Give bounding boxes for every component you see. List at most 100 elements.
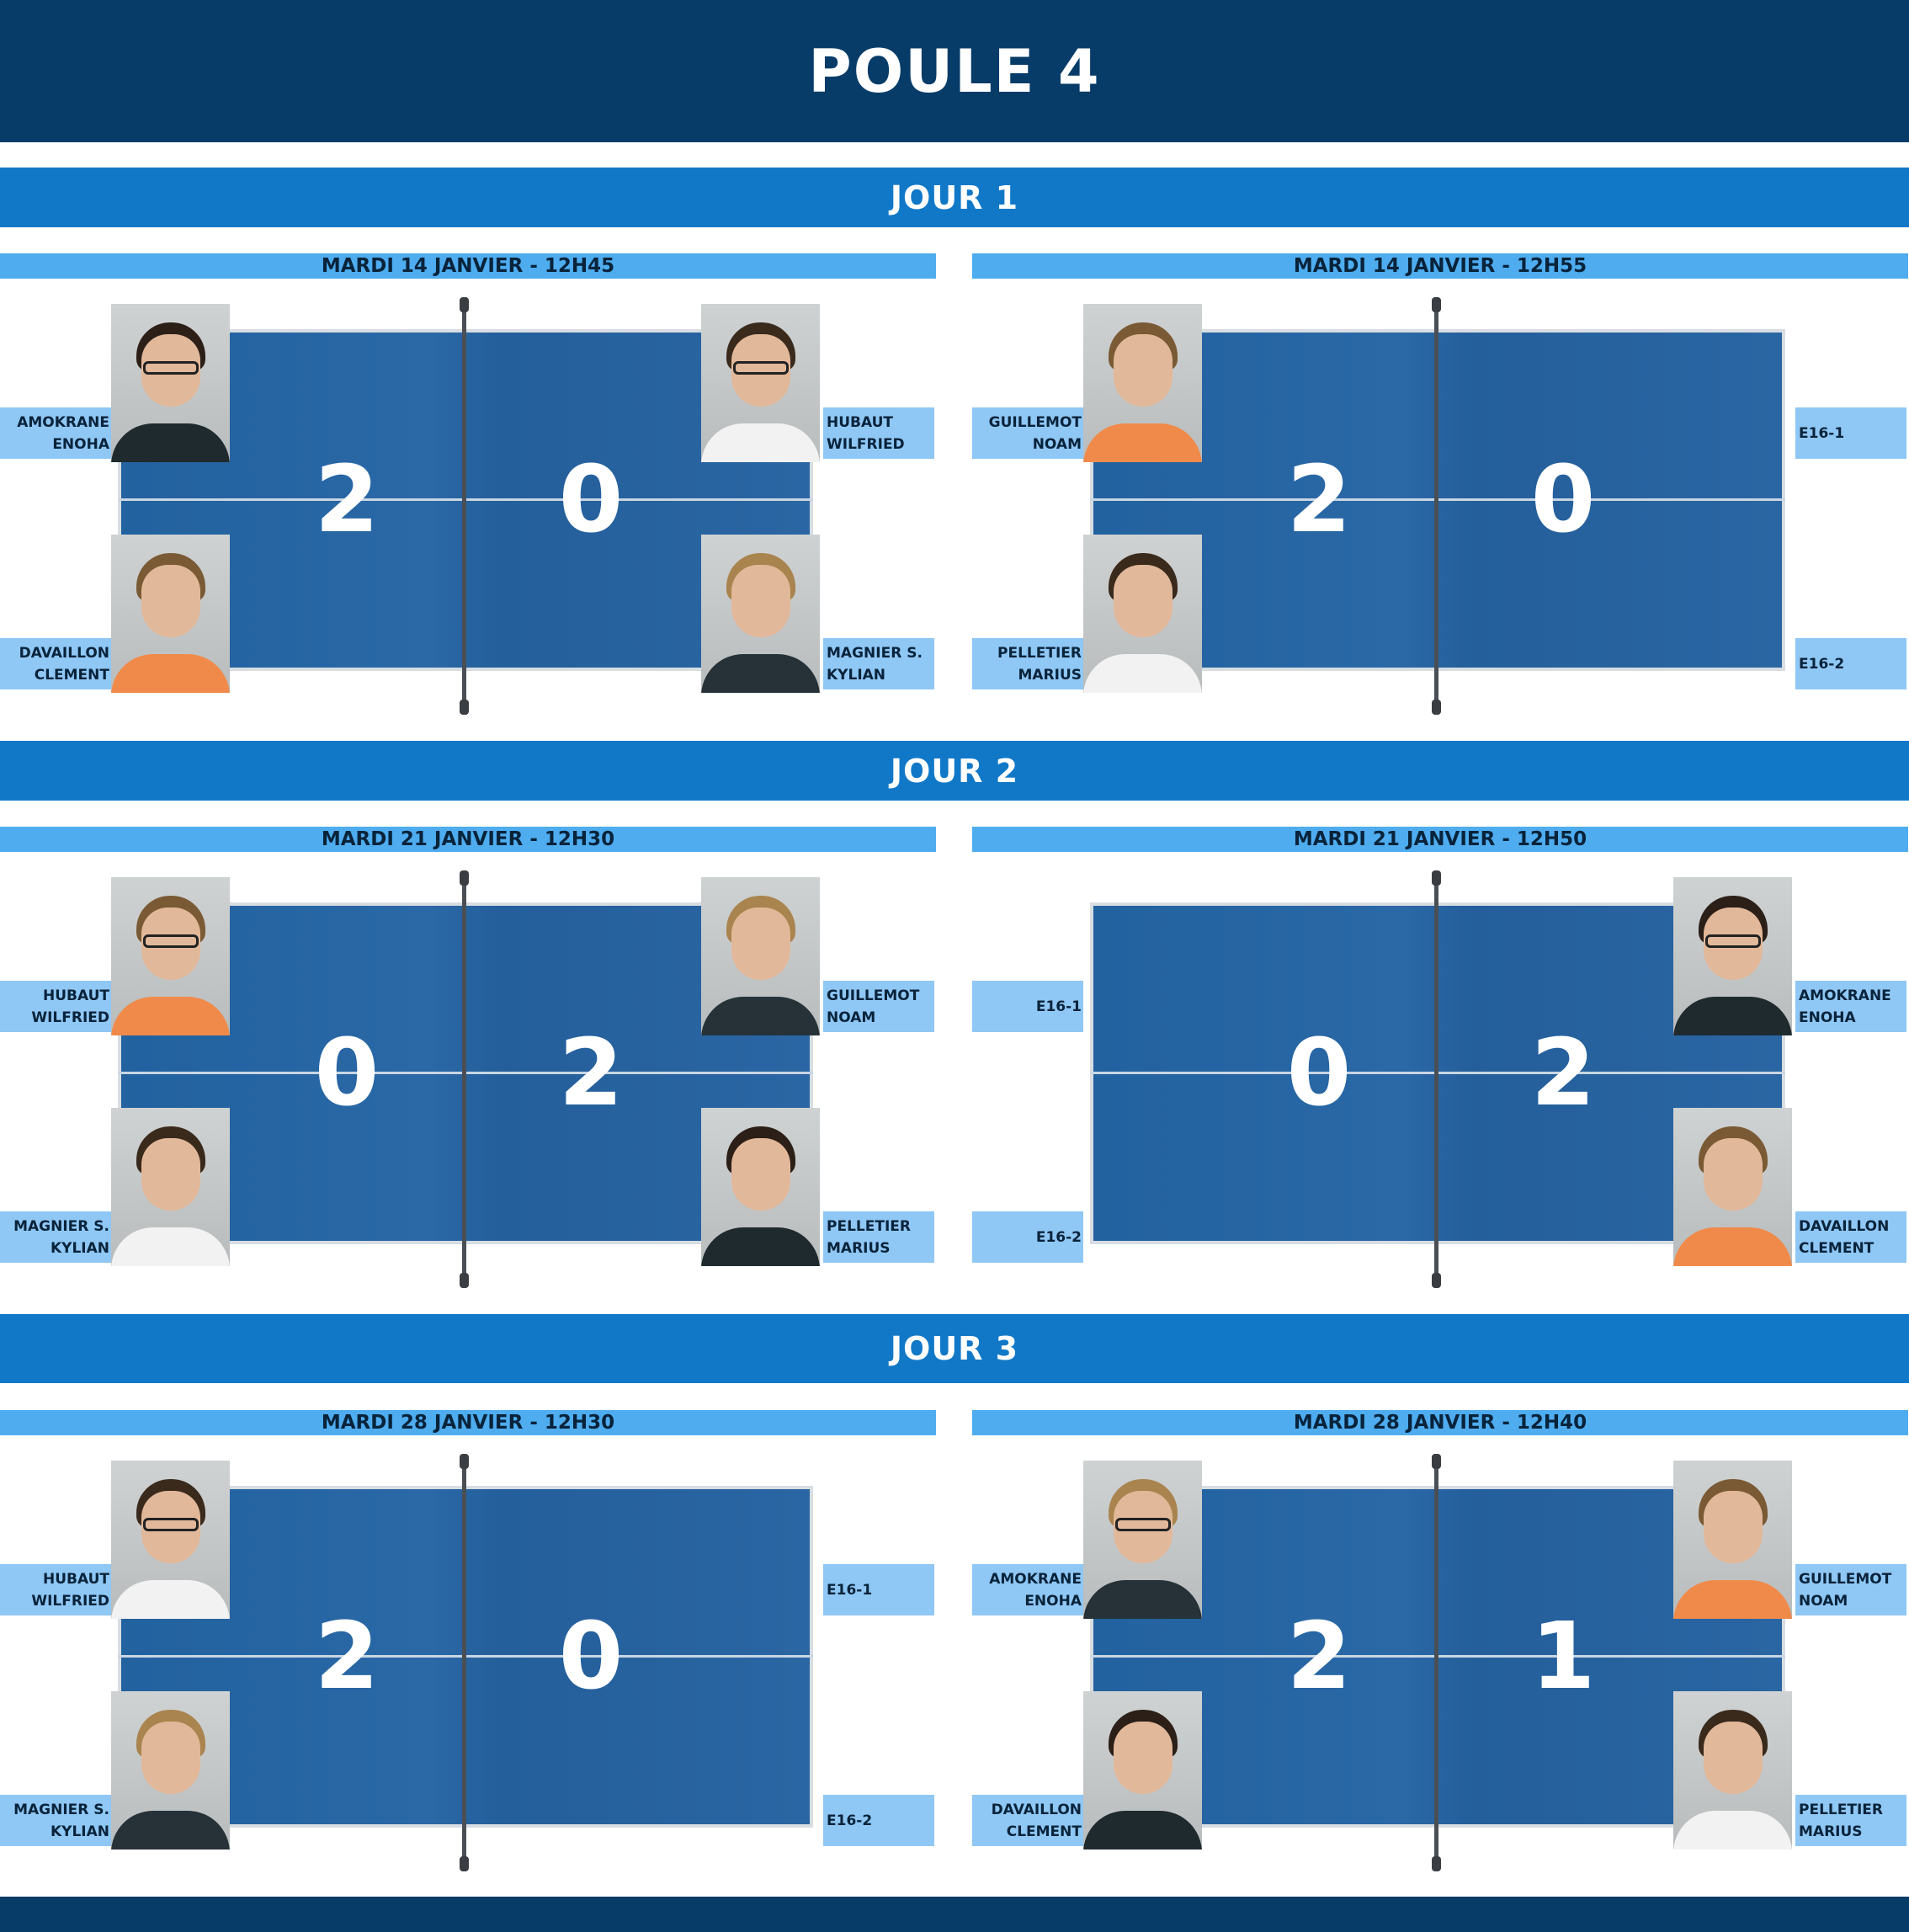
player-photo — [1083, 1691, 1202, 1850]
player-name-tag: MAGNIER S. KYLIAN — [823, 638, 934, 689]
score-right: 2 — [558, 1019, 624, 1126]
photo-glasses — [143, 934, 199, 948]
photo-face — [731, 1138, 790, 1211]
player-photo — [701, 304, 820, 462]
photo-face — [731, 565, 790, 637]
score-left: 0 — [314, 1019, 380, 1126]
player-name-tag: E16-1 — [823, 1564, 934, 1615]
player-name-tag: PELLETIER MARIUS — [1795, 1795, 1906, 1846]
score-left: 0 — [1286, 1019, 1352, 1126]
player-name-tag: E16-2 — [972, 1211, 1083, 1263]
player-name-tag: E16-2 — [1795, 638, 1906, 689]
photo-face — [141, 1491, 200, 1563]
player-name-line1: AMOKRANE — [989, 1570, 1082, 1588]
photo-face — [1704, 1138, 1763, 1211]
player-photo — [111, 304, 230, 462]
player-name-tag: GUILLEMOT NOAM — [1795, 1564, 1906, 1615]
player-name-line2: NOAM — [827, 1009, 876, 1026]
table-net — [462, 1461, 466, 1871]
player-name-line1: GUILLEMOT — [1799, 1570, 1892, 1588]
player-name-line2: KYLIAN — [50, 1823, 109, 1840]
player-name-line2: ENOHA — [1024, 1592, 1082, 1610]
net-post — [460, 870, 469, 886]
player-name-line2: WILFRIED — [827, 435, 905, 453]
player-name-line1: PELLETIER — [997, 644, 1082, 662]
photo-face — [1704, 1491, 1763, 1563]
player-photo — [1673, 877, 1792, 1035]
score-right: 0 — [558, 1602, 624, 1710]
photo-shirt — [701, 654, 820, 693]
photo-shirt — [701, 423, 820, 462]
day-band: JOUR 3 — [0, 1314, 1909, 1383]
player-name-tag: AMOKRANE ENOHA — [972, 1564, 1083, 1615]
photo-shirt — [1083, 1811, 1202, 1850]
player-name-line2: ENOHA — [52, 435, 109, 453]
player-name-line2: NOAM — [1799, 1592, 1848, 1610]
score-right: 0 — [558, 445, 624, 553]
match-date: MARDI 21 JANVIER - 12H50 — [972, 827, 1908, 852]
player-name-line1: HUBAUT — [827, 413, 894, 431]
net-post — [1432, 700, 1441, 715]
match-date: MARDI 14 JANVIER - 12H55 — [972, 253, 1908, 279]
match-date: MARDI 21 JANVIER - 12H30 — [0, 827, 936, 852]
footer-band — [0, 1897, 1909, 1932]
photo-face — [731, 334, 790, 407]
photo-glasses — [1705, 934, 1761, 948]
photo-face — [141, 907, 200, 980]
player-name-line1: DAVAILLON — [1799, 1217, 1890, 1235]
photo-face — [1704, 907, 1763, 980]
table-net — [1434, 304, 1438, 715]
player-name-line1: E16-1 — [1035, 998, 1082, 1015]
player-name-line2: KYLIAN — [827, 666, 886, 684]
photo-shirt — [111, 654, 230, 693]
player-name-line2: CLEMENT — [34, 666, 109, 684]
player-name-line2: KYLIAN — [50, 1239, 109, 1257]
player-photo — [701, 535, 820, 693]
net-post — [1432, 1273, 1441, 1288]
photo-glasses — [143, 361, 199, 375]
player-name-line1: PELLETIER — [827, 1217, 911, 1235]
player-photo — [1673, 1108, 1792, 1266]
photo-shirt — [701, 997, 820, 1035]
table-net — [462, 877, 466, 1288]
net-post — [460, 1454, 469, 1469]
photo-face — [1114, 334, 1173, 407]
player-name-tag: E16-1 — [1795, 407, 1906, 459]
player-name-line1: E16-2 — [827, 1812, 873, 1829]
player-photo — [1673, 1691, 1792, 1850]
net-post — [460, 700, 469, 715]
player-photo — [701, 877, 820, 1035]
player-name-tag: MAGNIER S. KYLIAN — [0, 1211, 111, 1263]
player-name-line1: MAGNIER S. — [13, 1217, 109, 1235]
player-name-line1: E16-2 — [1035, 1228, 1082, 1246]
player-name-line1: MAGNIER S. — [13, 1801, 109, 1818]
player-name-line2: CLEMENT — [1006, 1823, 1082, 1840]
player-name-line1: E16-2 — [1799, 655, 1845, 673]
player-name-line1: GUILLEMOT — [827, 987, 920, 1004]
net-post — [1432, 1856, 1441, 1871]
player-name-line1: PELLETIER — [1799, 1801, 1883, 1818]
photo-shirt — [1673, 1811, 1792, 1850]
player-name-line1: MAGNIER S. — [827, 644, 923, 662]
player-name-line1: GUILLEMOT — [988, 413, 1082, 431]
player-name-line1: DAVAILLON — [991, 1801, 1082, 1818]
player-name-line2: NOAM — [1032, 435, 1082, 453]
player-name-line2: MARIUS — [1799, 1823, 1863, 1840]
match-date: MARDI 28 JANVIER - 12H40 — [972, 1410, 1908, 1435]
player-photo — [1083, 1461, 1202, 1619]
player-photo — [111, 1108, 230, 1266]
photo-shirt — [111, 423, 230, 462]
photo-face — [1114, 1491, 1173, 1563]
player-photo — [111, 877, 230, 1035]
day-band: JOUR 1 — [0, 168, 1909, 227]
